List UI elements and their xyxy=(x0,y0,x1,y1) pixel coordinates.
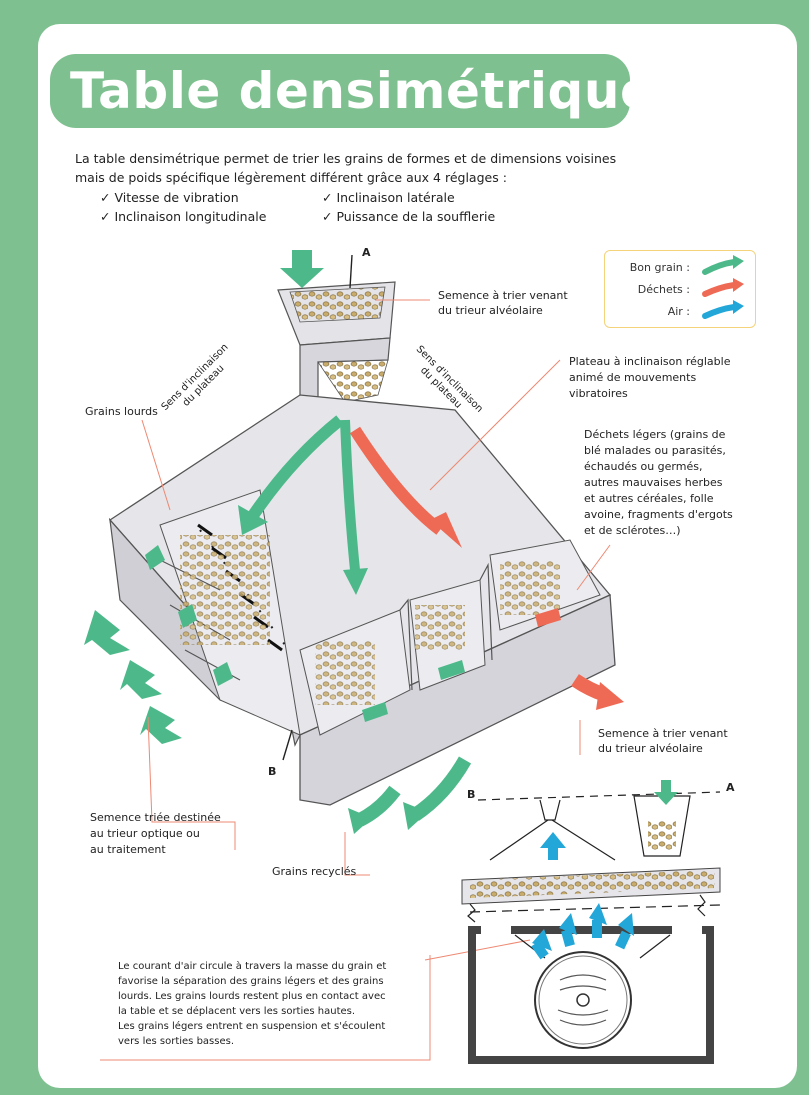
good-grain-arrows xyxy=(84,250,472,834)
callout-semence-triee-2: au trieur optique ou xyxy=(90,827,200,840)
callout-dechets-4: autres mauvaises herbes xyxy=(584,476,723,489)
callout-dechets-3: échaudés ou germés, xyxy=(584,460,703,473)
axis-b-marker xyxy=(282,729,293,761)
leader-lines xyxy=(100,299,611,1061)
legend-arrow-dechets-icon xyxy=(702,278,744,297)
callout-grains-recycles: Grains recyclés xyxy=(272,865,357,878)
courant-line-6: vers les sorties basses. xyxy=(118,1036,235,1047)
callout-semence-top-2: du trieur alvéolaire xyxy=(438,304,543,317)
callout-semence-top-1: Semence à trier venant xyxy=(438,289,568,302)
courant-line-4: la table et se déplacent vers les sortie… xyxy=(118,1006,356,1017)
callout-dechets-7: et de sclérotes…) xyxy=(584,524,681,537)
legend-label-bon-grain: Bon grain : xyxy=(629,261,690,274)
hopper xyxy=(277,281,396,403)
point-a-label-top: A xyxy=(362,246,371,259)
callout-semence-bottom-1: Semence à trier venant xyxy=(598,727,728,740)
outlet-markers xyxy=(145,545,561,722)
check-vitesse: ✓ Vitesse de vibration xyxy=(100,190,239,205)
callout-semence-triee-1: Semence triée destinée xyxy=(90,811,221,824)
callout-grains-lourds: Grains lourds xyxy=(85,405,158,418)
check-inclinaison-laterale: ✓ Inclinaison latérale xyxy=(322,190,455,205)
legend-label-dechets: Déchets : xyxy=(637,283,690,296)
callout-plateau-3: vibratoires xyxy=(569,387,628,400)
callout-dechets-2: blé malades ou parasités, xyxy=(584,444,726,457)
courant-line-2: favorise la séparation des grains légers… xyxy=(118,976,384,987)
page-title: Table densimétrique xyxy=(70,62,655,120)
callout-plateau-2: animé de mouvements xyxy=(569,371,697,384)
waste-arrows xyxy=(349,426,624,710)
point-b-label-detail: B xyxy=(467,788,476,801)
courant-line-1: Le courant d'air circule à travers la ma… xyxy=(118,961,387,972)
legend-arrow-bon-grain-icon xyxy=(702,255,744,275)
callout-plateau-1: Plateau à inclinaison réglable xyxy=(569,355,731,368)
intro-line-2: mais de poids spécifique légèrement diff… xyxy=(75,170,507,185)
callout-semence-triee-3: au traitement xyxy=(90,843,166,856)
grain-clusters xyxy=(180,535,560,705)
courant-line-3: lourds. Les grains lourds restent plus e… xyxy=(118,991,386,1002)
callout-dechets-5: et autres céréales, folle xyxy=(584,492,714,505)
check-soufflerie: ✓ Puissance de la soufflerie xyxy=(322,209,496,224)
axis-a-marker xyxy=(349,254,353,289)
callout-dechets-6: avoine, fragments d'ergots xyxy=(584,508,733,521)
check-inclinaison-longitudinale: ✓ Inclinaison longitudinale xyxy=(100,209,267,224)
point-a-label-detail: A xyxy=(726,781,735,794)
intro-line-1: La table densimétrique permet de trier l… xyxy=(75,151,617,166)
point-b-label: B xyxy=(268,765,277,778)
courant-line-5: Les grains légers entrent en suspension … xyxy=(118,1021,386,1032)
legend-label-air: Air : xyxy=(667,305,690,318)
legend-arrow-air-icon xyxy=(702,300,744,319)
title-banner xyxy=(50,54,630,128)
cross-section-detail xyxy=(461,780,721,1064)
callout-dechets-1: Déchets légers (grains de xyxy=(584,428,726,441)
callout-semence-bottom-2: du trieur alvéolaire xyxy=(598,742,703,755)
